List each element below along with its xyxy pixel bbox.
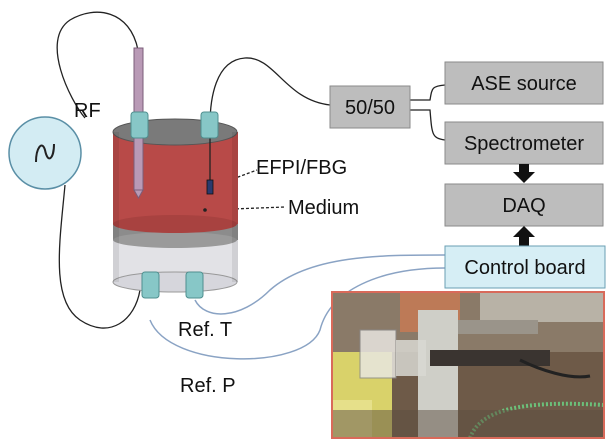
splitter-label: 50/50 bbox=[345, 97, 395, 119]
cylinder-vessel bbox=[112, 118, 238, 293]
spectrometer-label: Spectrometer bbox=[464, 133, 584, 155]
splitter-to-ase bbox=[410, 84, 446, 101]
rf-label: RF bbox=[74, 100, 101, 122]
sine-wave-icon bbox=[35, 143, 55, 163]
medium-body bbox=[113, 132, 238, 224]
medium-label: Medium bbox=[288, 197, 359, 219]
rf-source bbox=[8, 116, 82, 190]
control-cables bbox=[149, 254, 446, 360]
ase-source-box: ASE source bbox=[444, 61, 604, 105]
thick-down-arrow-icon bbox=[513, 164, 535, 183]
thick-up-arrow-icon bbox=[513, 226, 535, 246]
daq-box: DAQ bbox=[444, 183, 604, 227]
efpi-fbg-label: EFPI/FBG bbox=[256, 157, 347, 179]
ref-p-label: Ref. P bbox=[180, 375, 236, 397]
lab-photo bbox=[331, 291, 605, 439]
clamp-bottom-right bbox=[185, 271, 204, 299]
ase-source-label: ASE source bbox=[471, 73, 577, 95]
medium-leader bbox=[205, 206, 286, 211]
clamp-bottom-left bbox=[141, 271, 160, 299]
clamp-top-right bbox=[200, 111, 219, 139]
control-board-label: Control board bbox=[464, 257, 585, 279]
rf-wire-bottom bbox=[58, 184, 141, 329]
clamp-top-left bbox=[130, 111, 149, 139]
daq-label: DAQ bbox=[502, 195, 545, 217]
splitter-to-spectrometer bbox=[410, 109, 446, 141]
ref-t-label: Ref. T bbox=[178, 319, 232, 341]
medium-point bbox=[203, 208, 207, 212]
control-board-box: Control board bbox=[444, 245, 606, 289]
spectrometer-box: Spectrometer bbox=[444, 121, 604, 165]
splitter-box: 50/50 bbox=[329, 85, 411, 129]
efpi-fbg-sensor bbox=[206, 179, 214, 195]
fiber-to-splitter bbox=[209, 57, 331, 126]
clamps bbox=[130, 111, 219, 299]
rf-wire bbox=[56, 11, 139, 119]
